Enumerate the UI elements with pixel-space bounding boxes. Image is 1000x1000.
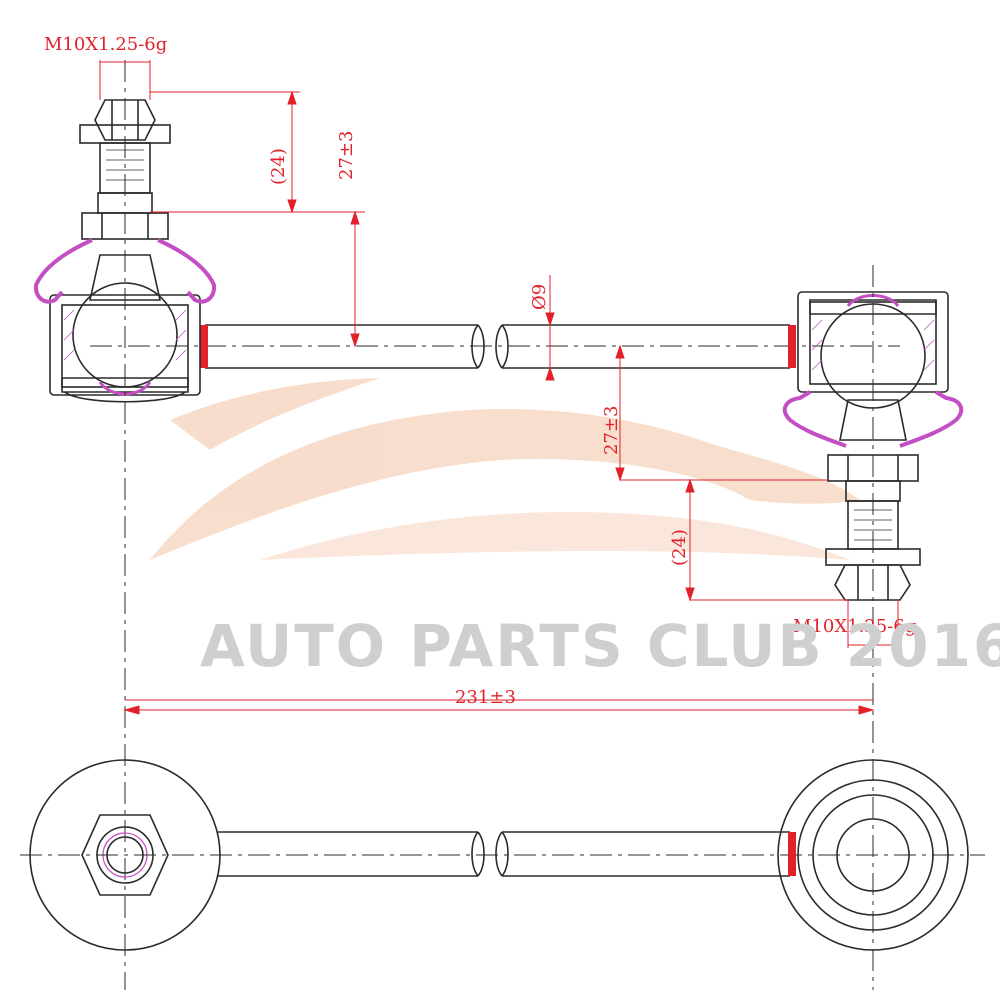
- left-rubber-boot: [33, 238, 217, 304]
- thread-top-label: M10X1.25-6g: [44, 34, 167, 55]
- bottom-offset-label: 27±3: [601, 406, 622, 455]
- top-stud-length-label: (24): [268, 148, 289, 185]
- top-offset-label: 27±3: [336, 131, 357, 180]
- plan-weld-marker: [788, 832, 796, 876]
- dimension-lines: [99, 60, 899, 715]
- bottom-stud-length-label: (24): [669, 529, 690, 566]
- overall-length-label: 231±3: [455, 687, 516, 708]
- right-weld-marker: [788, 325, 796, 368]
- thread-bottom-label: M10X1.25-6g: [793, 616, 916, 637]
- watermark-car-logo: [150, 378, 860, 560]
- left-weld-marker: [200, 325, 208, 368]
- right-rubber-boot: [782, 390, 964, 448]
- watermark-text: AUTO PARTS CLUB 2016: [200, 612, 1000, 680]
- rod-top-view: [90, 324, 900, 369]
- rod-diameter-label: Ø9: [529, 284, 550, 310]
- plan-view: [29, 759, 969, 951]
